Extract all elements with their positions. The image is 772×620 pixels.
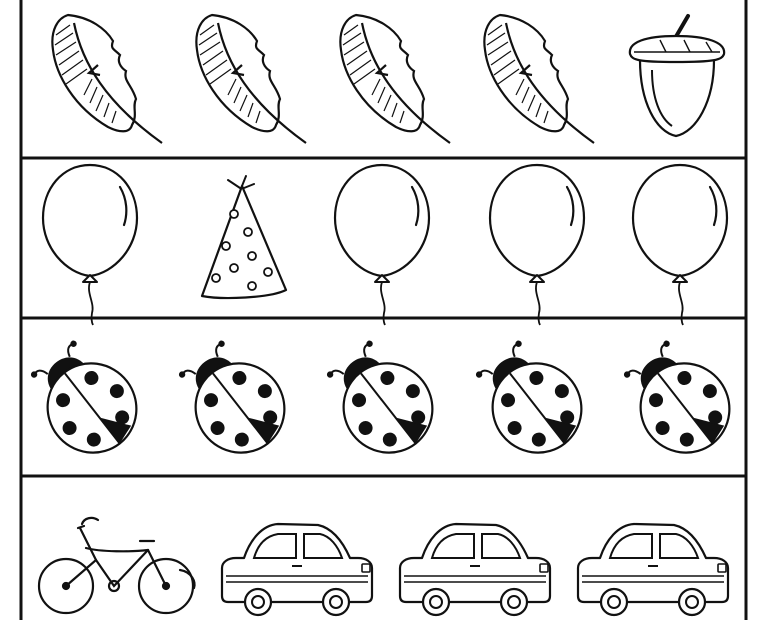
balloon-icon[interactable] (488, 163, 586, 327)
acorn-icon[interactable] (630, 16, 724, 136)
balloon-icon[interactable] (41, 163, 139, 327)
balloon-icon[interactable] (333, 163, 431, 327)
ladybug-icon[interactable] (312, 328, 452, 472)
ladybug-icon[interactable] (461, 328, 601, 472)
feather-icon[interactable] (483, 13, 596, 145)
balloon-row (41, 163, 729, 327)
feather-row (51, 13, 724, 145)
ladybug-icon[interactable] (164, 328, 304, 472)
feather-icon[interactable] (339, 13, 452, 145)
page-border (21, 0, 746, 620)
ladybug-row (16, 328, 749, 472)
bicycle-icon[interactable] (39, 518, 194, 613)
ladybug-icon[interactable] (609, 328, 749, 472)
ladybug-icon[interactable] (16, 328, 156, 472)
feather-icon[interactable] (195, 13, 308, 145)
car-icon[interactable] (398, 522, 552, 617)
car-icon[interactable] (220, 522, 374, 617)
vehicle-row (39, 518, 730, 617)
balloon-icon[interactable] (631, 163, 729, 327)
feather-icon[interactable] (51, 13, 164, 145)
car-icon[interactable] (576, 522, 730, 617)
party-hat-icon[interactable] (202, 176, 286, 298)
